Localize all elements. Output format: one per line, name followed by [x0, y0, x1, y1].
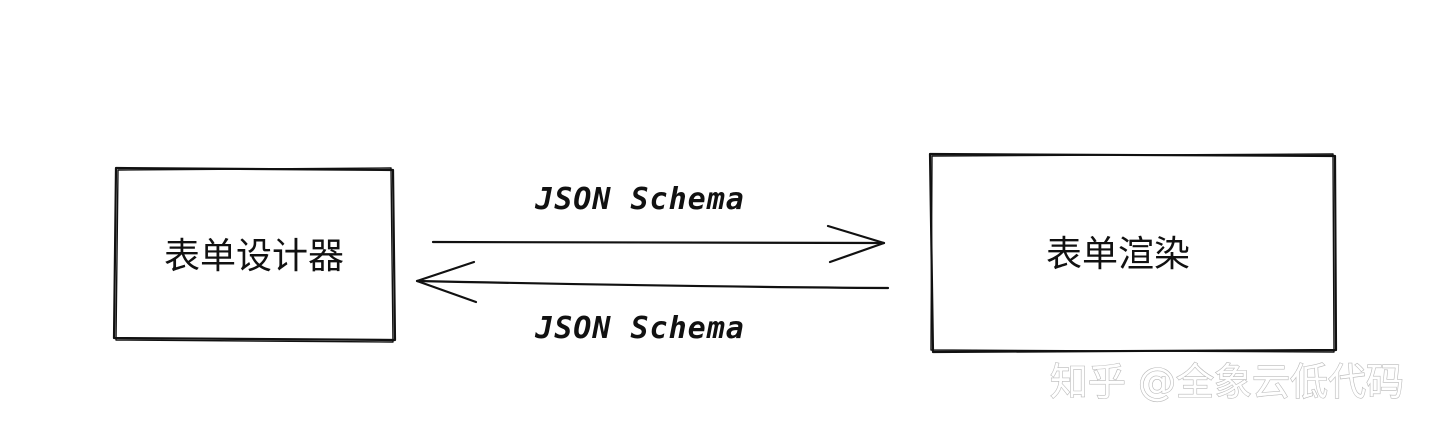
forward-arrow-shaft: [431, 240, 886, 245]
renderer-label: 表单渲染: [1046, 234, 1190, 275]
forward-edge-label: JSON Schema: [534, 182, 745, 217]
forward-edge: JSON Schema: [431, 182, 886, 264]
renderer-node: 表单渲染: [928, 152, 1338, 354]
watermark-text: 知乎 @全象云低代码: [1050, 360, 1404, 404]
renderer-box-outline-overdraw: [930, 153, 1335, 353]
designer-node: 表单设计器: [112, 166, 397, 343]
backward-edge: JSON Schema: [415, 260, 890, 346]
backward-edge-label: JSON Schema: [534, 311, 745, 346]
designer-label: 表单设计器: [164, 236, 344, 277]
forward-arrow-head: [826, 224, 886, 264]
designer-box-outline-overdraw: [115, 167, 394, 343]
backward-arrow-shaft: [415, 279, 890, 290]
backward-arrow-head: [415, 260, 478, 304]
